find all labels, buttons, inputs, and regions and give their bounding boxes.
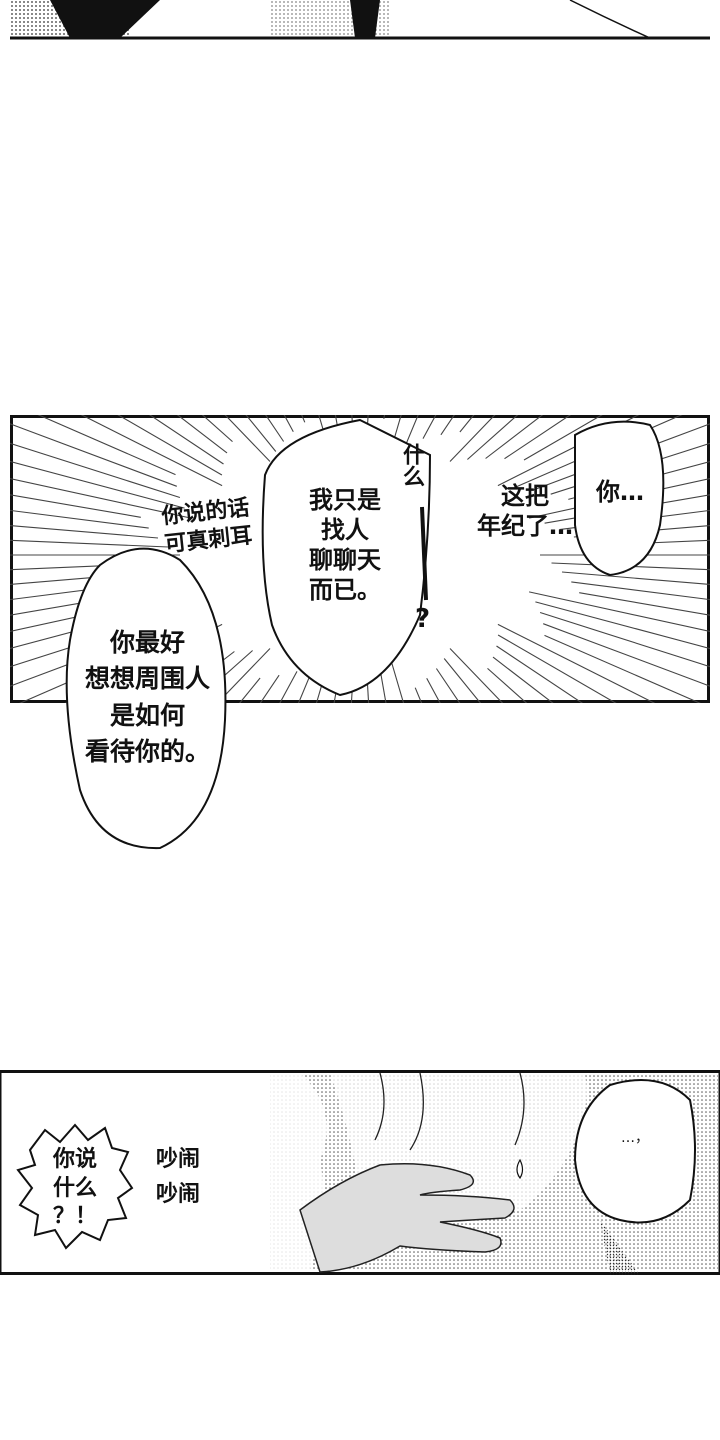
speed-line (10, 442, 181, 499)
speed-line (10, 563, 133, 571)
panel-top-art (10, 0, 710, 40)
vertical-dash-mark: ? (415, 506, 430, 634)
speed-line (390, 415, 402, 449)
speed-line (10, 460, 185, 509)
speed-line (435, 668, 461, 703)
speed-line (224, 415, 271, 462)
speed-line (443, 658, 482, 703)
bubble-right-bottom-text: …， (621, 1130, 649, 1146)
burst-left-text: 你说 什么 ？！ (52, 1147, 97, 1230)
panel-bottom-art (0, 1070, 720, 1275)
bubble-center-text: 我只是 找人 聊聊天 而已。 (309, 486, 381, 604)
speed-line (279, 671, 298, 703)
speed-line (148, 415, 224, 465)
speed-line (492, 656, 554, 703)
speed-line (449, 648, 504, 703)
speed-line (315, 661, 330, 703)
speed-line (80, 415, 223, 487)
sfx-text: 吵闹 吵闹 (155, 1147, 200, 1208)
speed-line (176, 415, 228, 454)
speed-line (496, 645, 584, 703)
overflow-bubble-text: 你最好 想想周围人 是如何 看待你的。 (84, 628, 210, 766)
speed-line (539, 611, 710, 668)
speed-line (544, 634, 701, 703)
speed-line (245, 415, 277, 452)
speed-line (579, 592, 710, 616)
bubble-right-main-text: 这把 年纪了… (477, 482, 573, 540)
speed-line (10, 524, 159, 539)
bubble-right-small-text: 你… (596, 478, 644, 506)
speed-line (318, 415, 330, 449)
speed-line (10, 539, 169, 548)
speed-line (117, 415, 223, 476)
speed-line (10, 478, 192, 519)
speed-line (561, 571, 710, 586)
speed-line (201, 415, 233, 443)
speed-line (504, 415, 572, 460)
panel-top (10, 0, 710, 40)
center-speech-bubble (261, 418, 665, 697)
speed-line (485, 415, 544, 459)
speed-line (37, 415, 176, 476)
speed-line (449, 415, 496, 462)
speed-line (543, 623, 710, 687)
speed-line (497, 415, 640, 487)
speed-line (571, 581, 710, 601)
speed-line (497, 623, 656, 703)
speed-line (523, 415, 603, 461)
svg-text:?: ? (415, 604, 430, 634)
speed-line (379, 669, 387, 703)
speed-line (10, 509, 149, 529)
speed-line (487, 667, 528, 703)
speed-line (216, 648, 271, 703)
speed-line (497, 634, 617, 703)
speed-line (528, 591, 710, 632)
panel-bottom: 你说 什么 ？！ 吵闹 吵闹 …， (0, 1070, 720, 1275)
speed-line (390, 661, 405, 703)
vertical-exclaim-text: 什么 (399, 443, 424, 487)
speed-line (297, 666, 315, 703)
speed-line (10, 423, 177, 487)
speed-line (10, 494, 141, 518)
speed-line (467, 415, 519, 460)
speed-line (535, 601, 710, 650)
